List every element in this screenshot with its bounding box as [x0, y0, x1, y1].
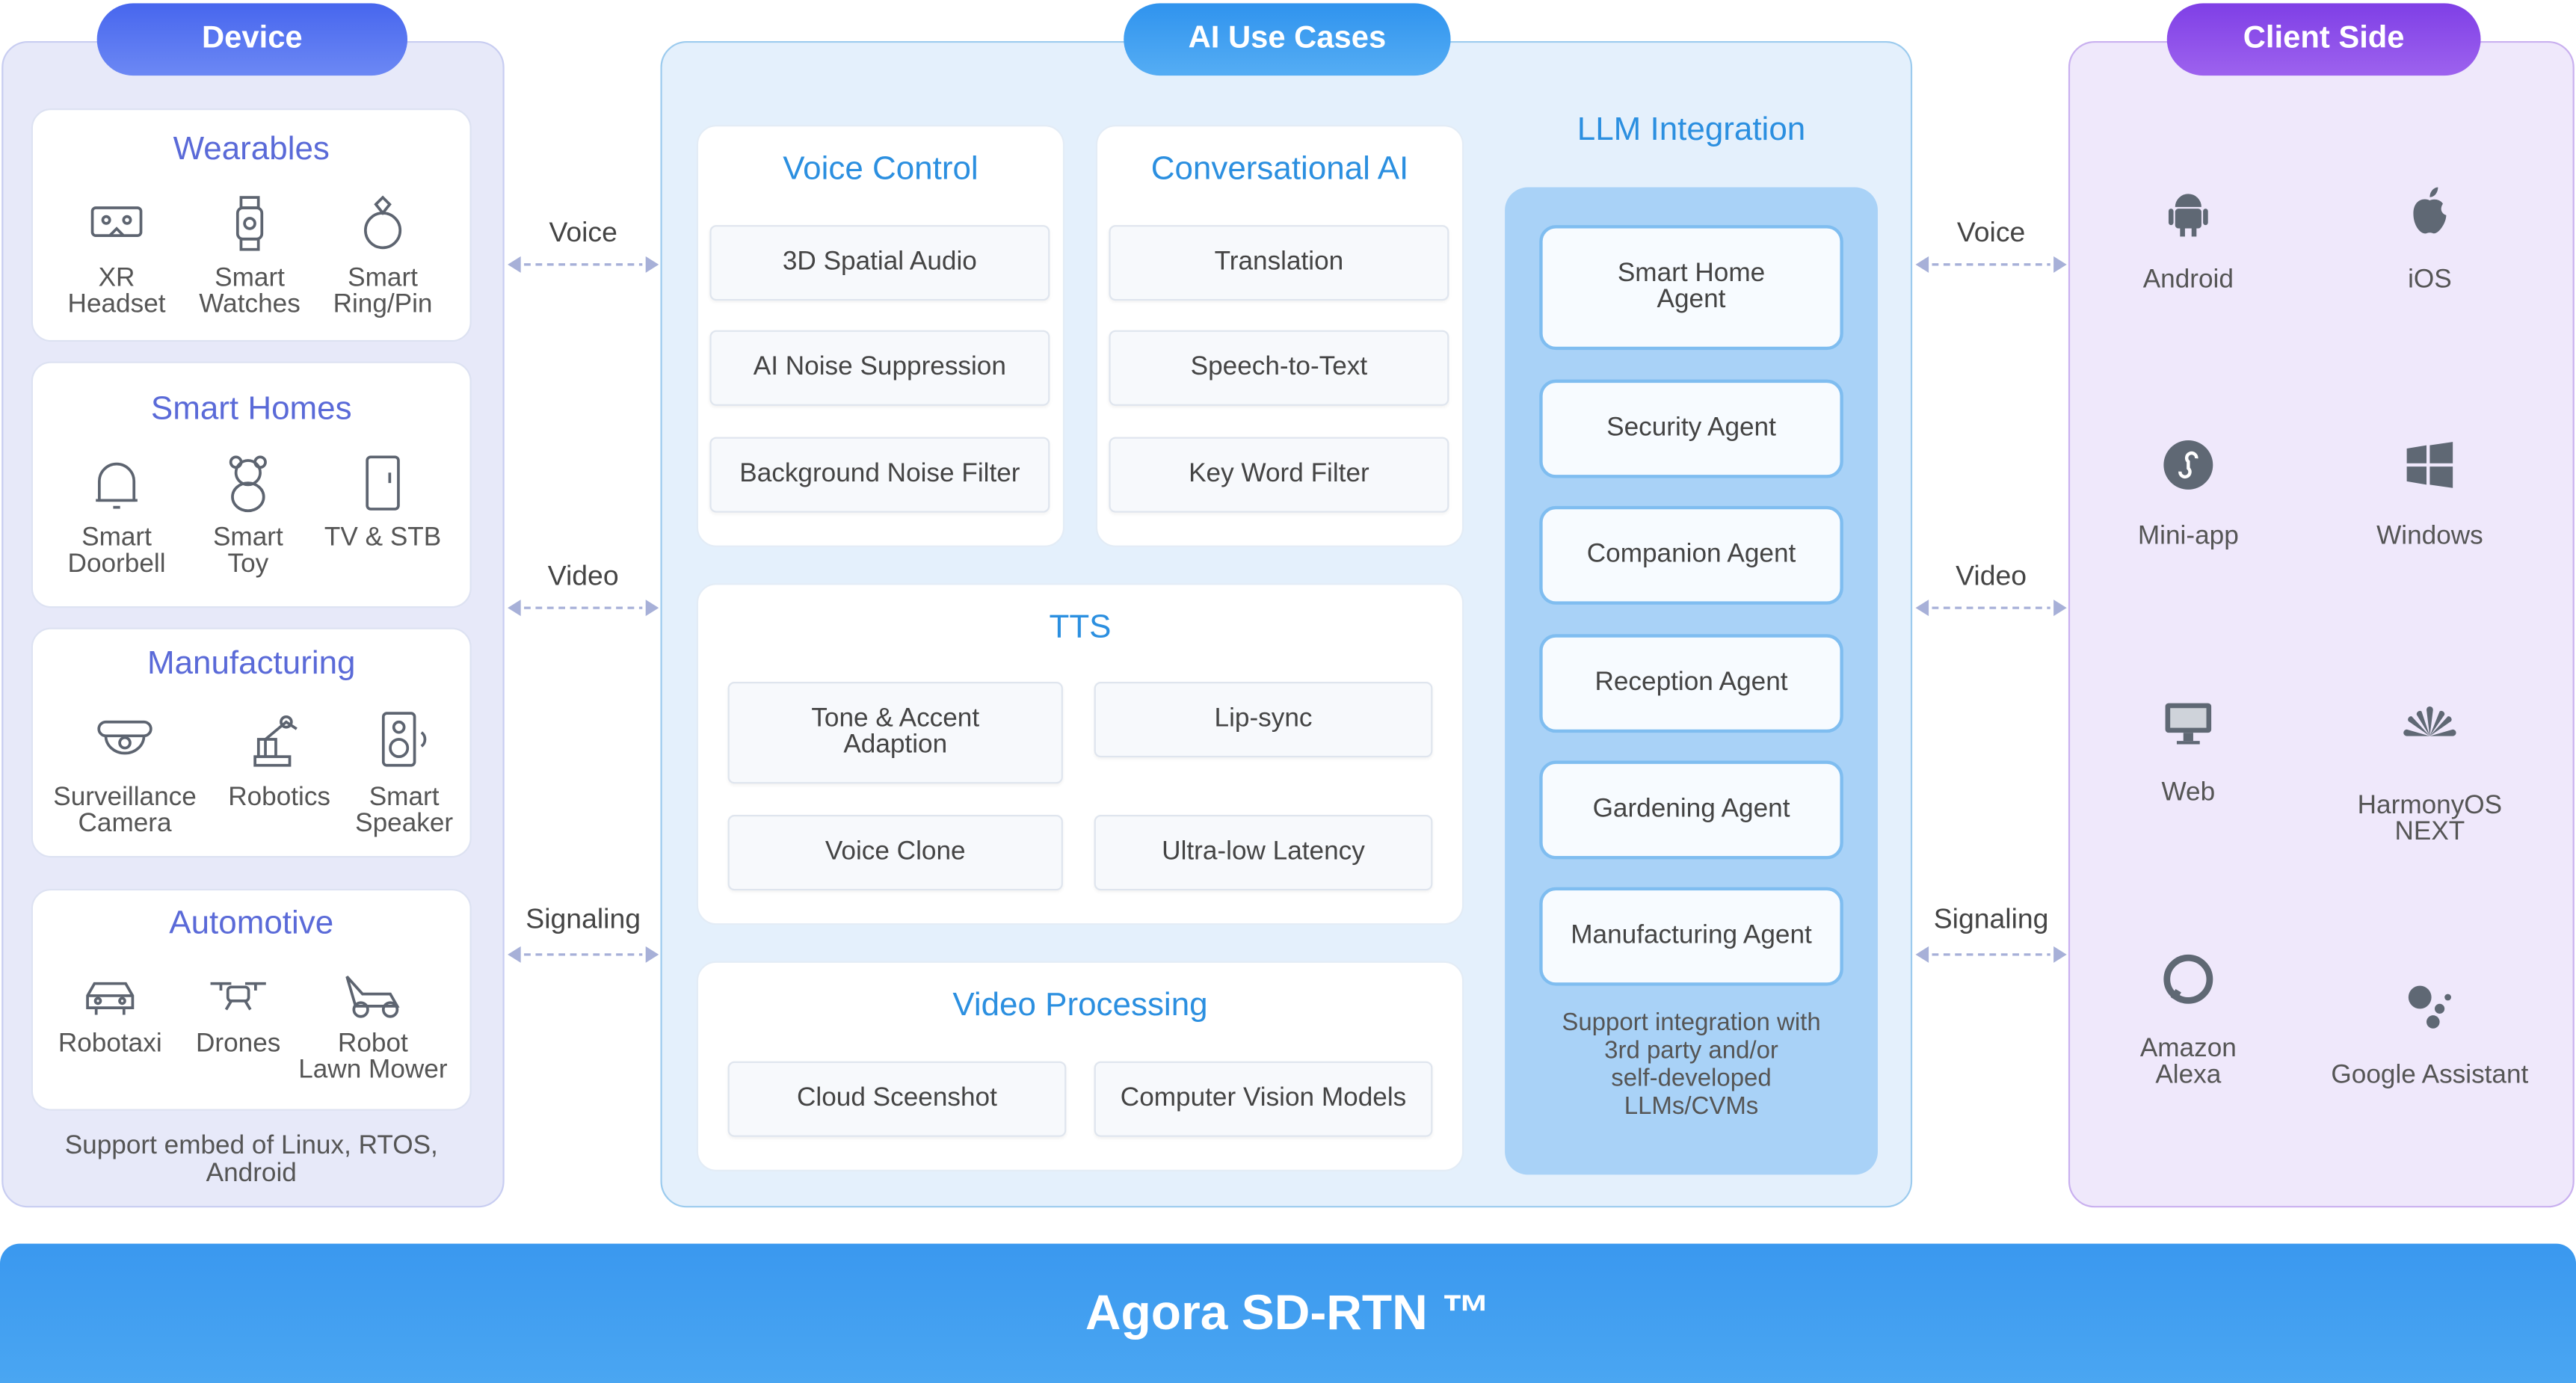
- link-label-voice: Voice: [549, 217, 617, 248]
- device-footer-note: Support embed of Linux, RTOS, Android: [64, 1132, 438, 1188]
- feature-item: Translation: [1109, 225, 1449, 301]
- agent-item: Gardening Agent: [1539, 760, 1843, 860]
- ring-icon: [351, 192, 414, 255]
- bar-title: Agora SD-RTN ™: [1085, 1285, 1491, 1340]
- bidirectional-arrow-icon: [1915, 253, 2067, 273]
- tv-box-icon: [351, 452, 414, 514]
- group-title: Manufacturing: [147, 645, 356, 683]
- drone-icon: [207, 963, 270, 1026]
- feature-item: Tone & Accent Adaption: [727, 682, 1063, 784]
- link-label-signaling: Signaling: [526, 903, 641, 935]
- bidirectional-arrow-icon: [1915, 597, 2067, 617]
- watch-icon: [218, 192, 281, 255]
- device-item-label: Drones: [195, 1029, 281, 1059]
- agent-item: Smart Home Agent: [1539, 225, 1843, 351]
- client-platform-alexa[interactable]: Amazon Alexa: [2139, 1035, 2237, 1090]
- agora-sd-rtn-bar: Agora SD-RTN ™: [0, 1243, 2576, 1383]
- bidirectional-arrow-icon: [508, 253, 659, 273]
- feature-item: Lip-sync: [1094, 682, 1433, 758]
- feature-item: Ultra-low Latency: [1094, 815, 1433, 891]
- llm-integration-title: LLM Integration: [1577, 111, 1806, 148]
- video-title: Video Processing: [952, 987, 1208, 1024]
- feature-item: 3D Spatial Audio: [709, 225, 1050, 301]
- feature-item: Voice Clone: [727, 815, 1063, 891]
- ai-use-cases-header: AI Use Cases: [1124, 3, 1451, 76]
- device-item-label: Robot Lawn Mower: [298, 1029, 448, 1085]
- client-platform-monitor[interactable]: Web: [2161, 778, 2216, 807]
- device-item-label: XR Headset: [67, 264, 166, 319]
- group-title: Automotive: [169, 905, 334, 942]
- harmonyos-icon: [2400, 693, 2459, 752]
- link-label-video: Video: [547, 560, 619, 592]
- device-item-label: Smart Toy: [212, 524, 283, 579]
- device-header: Device: [96, 3, 408, 76]
- client-platform-harmonyos[interactable]: HarmonyOS NEXT: [2357, 792, 2503, 846]
- speaker-icon: [373, 708, 436, 771]
- android-icon: [2159, 181, 2218, 240]
- client-platform-apple[interactable]: iOS: [2408, 266, 2452, 295]
- mini-app-icon: [2159, 435, 2218, 494]
- car-icon: [78, 963, 141, 1026]
- bidirectional-arrow-icon: [508, 943, 659, 963]
- device-item-label: TV & STB: [324, 524, 442, 552]
- alexa-icon: [2159, 949, 2218, 1008]
- conversational-title: Conversational AI: [1150, 151, 1409, 188]
- tts-title: TTS: [1049, 609, 1112, 646]
- teddy-bear-icon: [217, 452, 280, 514]
- feature-item: Computer Vision Models: [1094, 1061, 1433, 1137]
- llm-footer-note: Support integration with 3rd party and/o…: [1562, 1008, 1821, 1121]
- device-item-label: Robotics: [228, 783, 331, 812]
- device-item-label: Smart Speaker: [355, 783, 454, 838]
- client-side-header: Client Side: [2166, 3, 2481, 76]
- agent-item: Reception Agent: [1539, 634, 1843, 733]
- camera-icon: [93, 708, 156, 771]
- vr-headset-icon: [85, 192, 148, 255]
- device-group-automotive: [31, 888, 472, 1111]
- feature-item: Background Noise Filter: [709, 437, 1050, 513]
- client-side-panel: [2068, 40, 2575, 1208]
- group-title: Smart Homes: [150, 391, 352, 428]
- client-platform-android[interactable]: Android: [2142, 266, 2234, 295]
- monitor-icon: [2159, 693, 2218, 752]
- client-platform-windows[interactable]: Windows: [2376, 522, 2483, 551]
- device-item-label: Smart Doorbell: [67, 524, 166, 579]
- agent-item: Companion Agent: [1539, 505, 1843, 605]
- link-label-voice: Voice: [1956, 217, 2026, 248]
- device-item-label: Smart Ring/Pin: [333, 264, 433, 319]
- lawn-mower-icon: [342, 963, 404, 1026]
- bell-icon: [85, 452, 148, 514]
- agent-item: Manufacturing Agent: [1539, 887, 1843, 986]
- bidirectional-arrow-icon: [508, 597, 659, 617]
- agent-item: Security Agent: [1539, 379, 1843, 478]
- robot-arm-icon: [248, 708, 311, 771]
- device-item-label: Smart Watches: [199, 264, 301, 319]
- device-item-label: Surveillance Camera: [53, 783, 197, 838]
- feature-item: Cloud Sceenshot: [727, 1061, 1067, 1137]
- link-label-video: Video: [1956, 560, 2027, 592]
- device-group-manufacturing: [31, 627, 472, 858]
- feature-item: AI Noise Suppression: [709, 330, 1050, 406]
- feature-item: Speech-to-Text: [1109, 330, 1449, 406]
- google-assistant-icon: [2400, 976, 2459, 1035]
- device-item-label: Robotaxi: [58, 1029, 162, 1059]
- windows-icon: [2400, 435, 2459, 494]
- voice_control-title: Voice Control: [783, 151, 979, 188]
- group-title: Wearables: [173, 131, 330, 168]
- client-platform-mini-app[interactable]: Mini-app: [2137, 522, 2239, 551]
- feature-item: Key Word Filter: [1109, 437, 1449, 513]
- bidirectional-arrow-icon: [1915, 943, 2067, 963]
- client-platform-google-assistant[interactable]: Google Assistant: [2331, 1061, 2529, 1090]
- apple-icon: [2400, 181, 2459, 240]
- link-label-signaling: Signaling: [1933, 903, 2049, 935]
